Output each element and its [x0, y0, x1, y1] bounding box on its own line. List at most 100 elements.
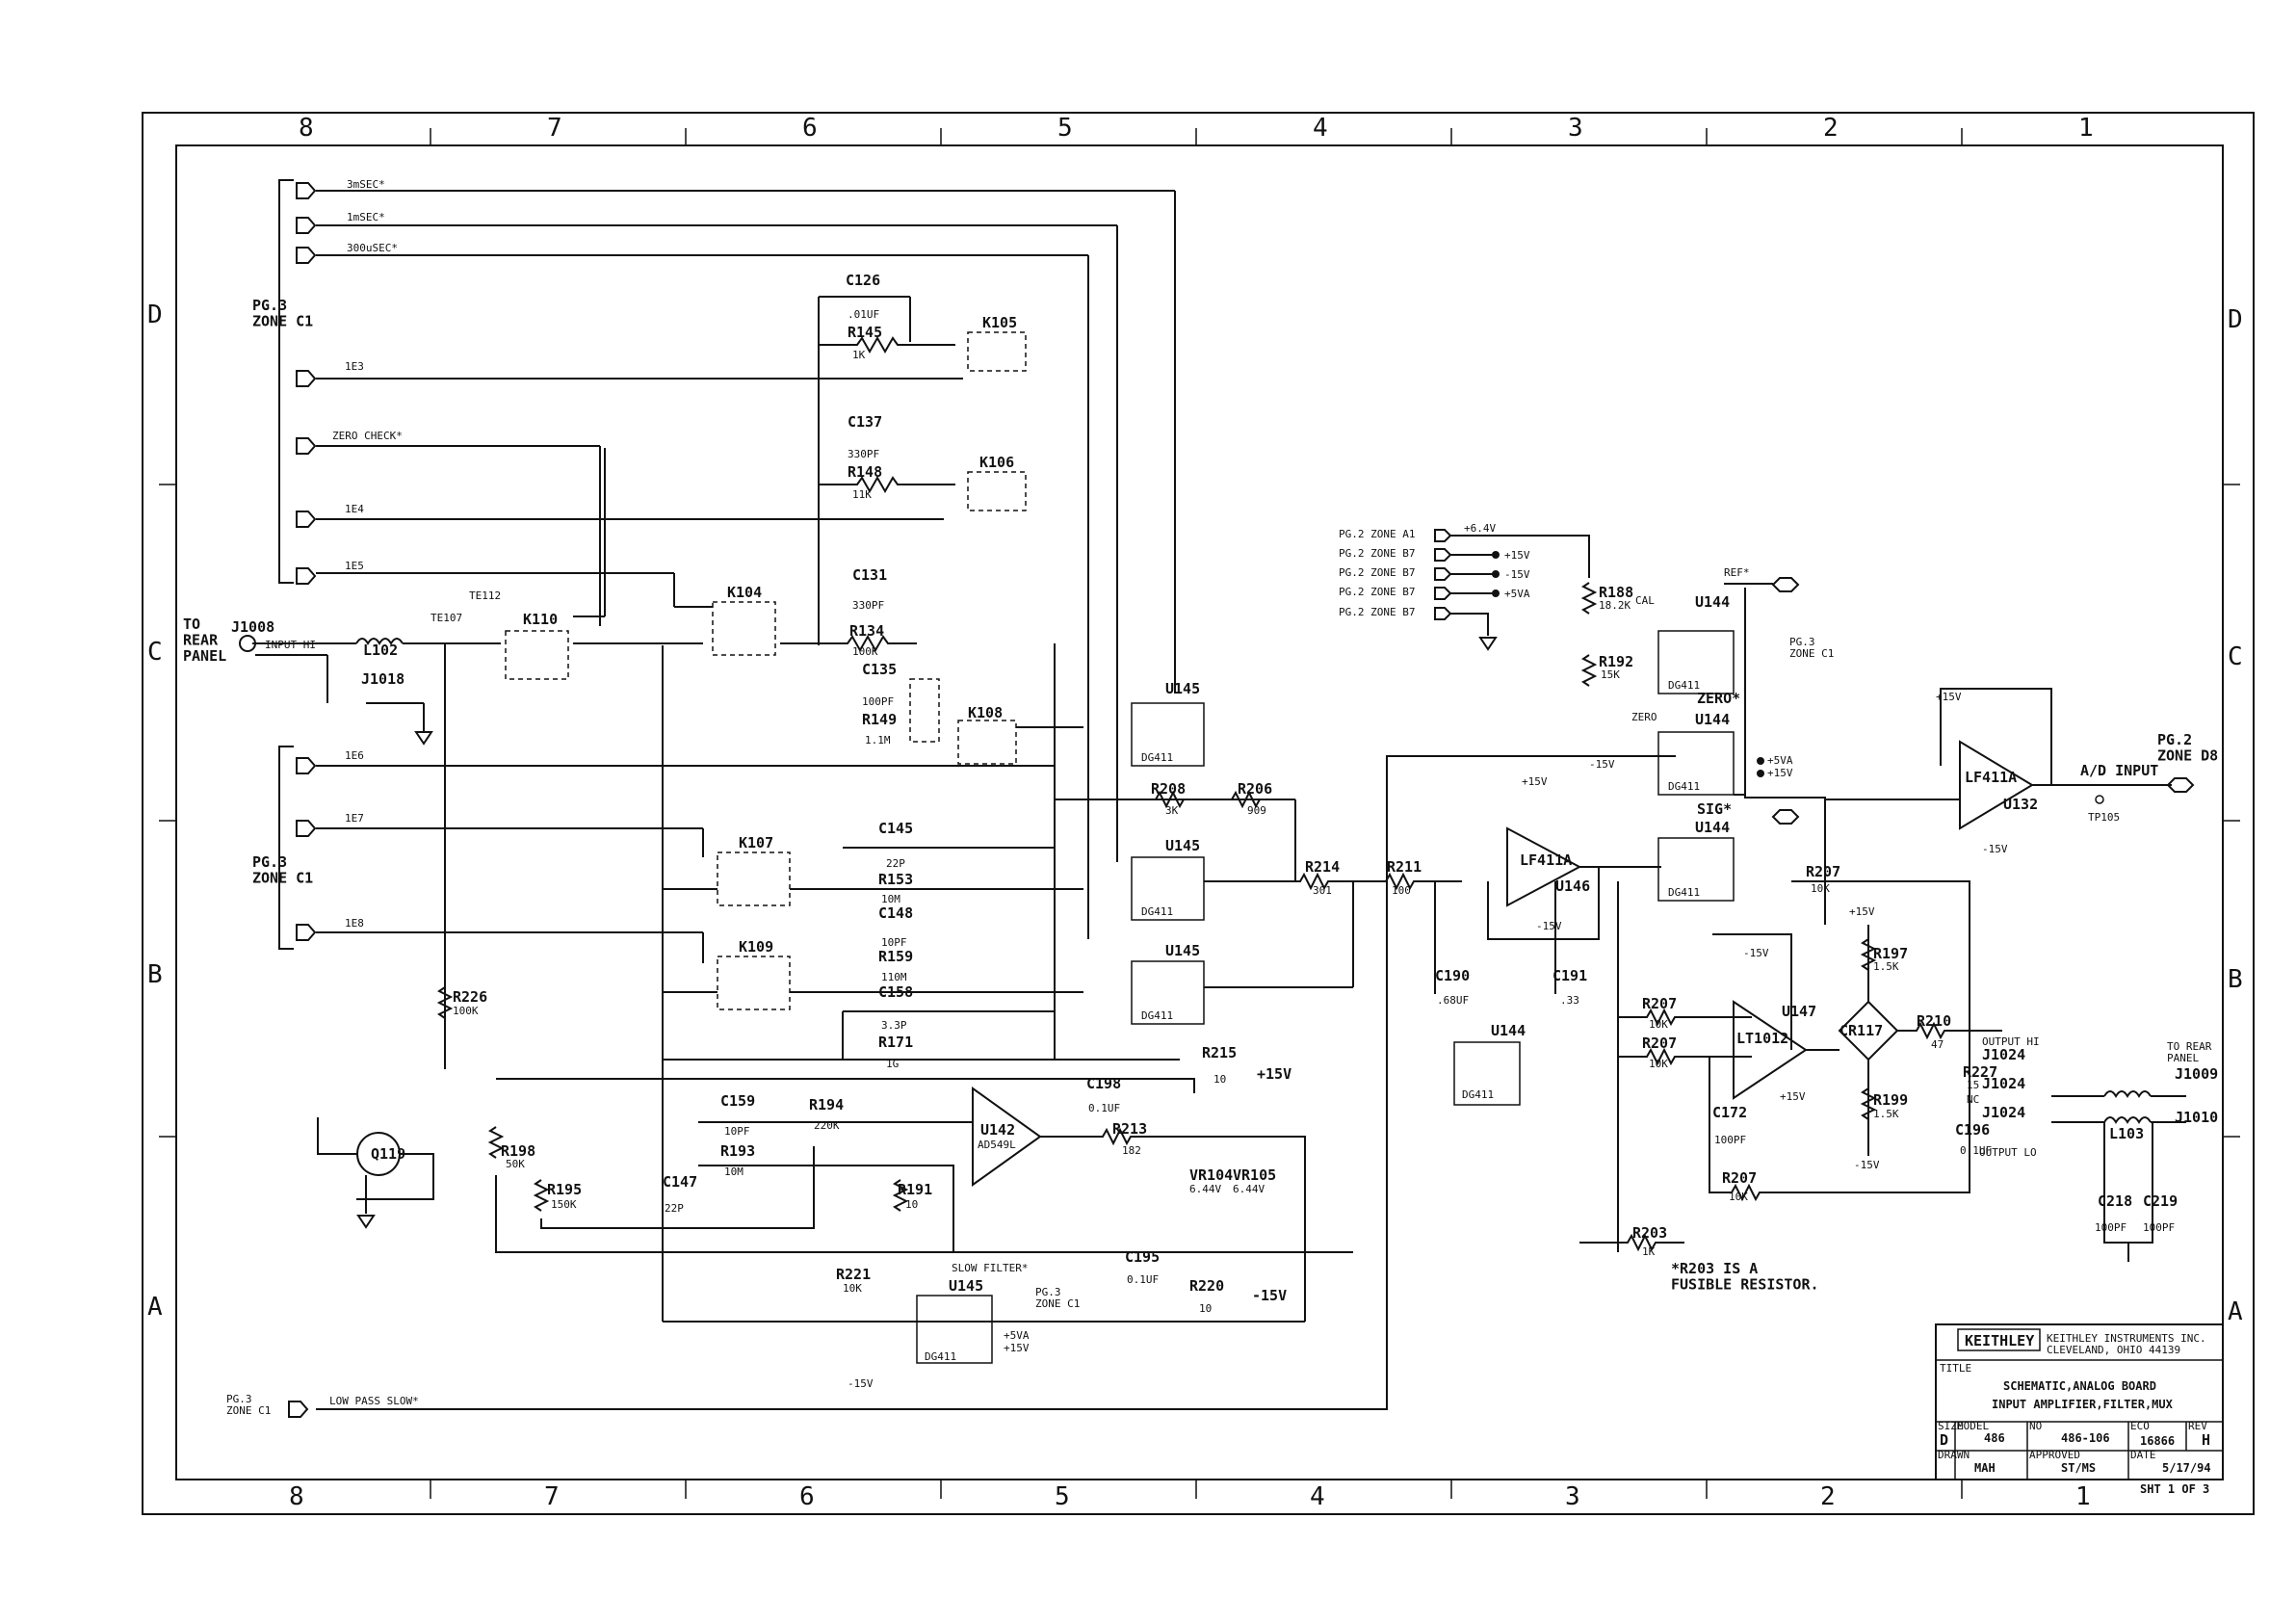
u144-b-label: U144 — [1695, 593, 1730, 611]
te112-label: TE112 — [469, 589, 501, 602]
zone-1-bottom: 1 — [2075, 1482, 2091, 1511]
tp105-label: TP105 — [2088, 811, 2120, 824]
cr117-m15: -15V — [1854, 1159, 1880, 1171]
zone-c-right: C — [2228, 642, 2243, 671]
j1010-label: J1010 — [2175, 1109, 2218, 1126]
u144-zero-switch — [1657, 731, 1735, 796]
k107-relay — [717, 851, 791, 906]
zone-labels-top: 8 7 6 5 4 3 2 1 — [299, 114, 2094, 143]
u147-opamp — [1733, 1000, 1808, 1100]
zone-6-bottom: 6 — [799, 1482, 815, 1511]
r192-label: R192 — [1599, 653, 1633, 670]
u132-type: LF411A — [1965, 769, 2017, 786]
c147-label: C147 — [663, 1173, 697, 1191]
u144-c-m15: -15V — [1589, 758, 1615, 771]
r221-label: R221 — [836, 1266, 871, 1283]
vr105-label: VR105 — [1233, 1166, 1276, 1184]
r207-b-value: 10K — [1649, 1058, 1668, 1070]
output-amp-section: LT1012 U147 -15V +15V R207 10K R207 10K … — [1579, 863, 2002, 1294]
u144-d-type: DG411 — [1668, 886, 1700, 899]
eco-value: 16866 — [2140, 1434, 2175, 1448]
zone-labels-bottom: 8 7 6 5 4 3 2 1 — [289, 1482, 2091, 1511]
mux-u145: U145 DG411 U145 DG411 U145 DG411 R208 3K… — [1059, 680, 1462, 1025]
sig-low-pass-slow: LOW PASS SLOW* — [329, 1395, 419, 1407]
zone-3-top: 3 — [1568, 114, 1583, 143]
r227-value: 15 — [1967, 1079, 1979, 1091]
r145-label: R145 — [848, 324, 882, 341]
u145-d-type: DG411 — [925, 1350, 956, 1363]
c195-label: C195 — [1125, 1248, 1160, 1266]
sig-1e6: 1E6 — [345, 749, 364, 762]
vr104-value: 6.44V — [1189, 1183, 1221, 1195]
j1024-b-label: J1024 — [1982, 1075, 2025, 1092]
pwr-6p4v: +6.4V — [1464, 522, 1496, 535]
pwr-m15v: -15V — [1504, 568, 1530, 581]
r207-c-value: 10K — [1811, 882, 1830, 895]
r188-label: R188 — [1599, 584, 1633, 601]
u145-a-type: DG411 — [1141, 751, 1173, 764]
j1024-c-label: J1024 — [1982, 1104, 2025, 1121]
u145-switch-b — [1131, 856, 1205, 921]
r199-value: 1.5K — [1873, 1108, 1899, 1120]
c219-label: C219 — [2143, 1192, 2178, 1210]
r207-c-label: R207 — [1806, 863, 1840, 880]
r208-value: 3K — [1165, 804, 1179, 817]
u147-label: U147 — [1782, 1003, 1816, 1020]
vr104-label: VR104 — [1189, 1166, 1233, 1184]
u144-cal-switch — [1657, 630, 1735, 694]
pwr-ref-b7-2: PG.2 ZONE B7 — [1339, 566, 1415, 579]
slow-filter-label: SLOW FILTER* — [952, 1262, 1028, 1274]
r215-supply: +15V — [1257, 1065, 1292, 1083]
r198-value: 50K — [506, 1158, 525, 1170]
pwr-ref-a1: PG.2 ZONE A1 — [1339, 528, 1415, 540]
u146-type: LF411A — [1520, 851, 1572, 869]
u146-opamp — [1506, 826, 1582, 907]
c219-value: 100PF — [2143, 1221, 2175, 1234]
pwr-ref-b7-3: PG.2 ZONE B7 — [1339, 586, 1415, 598]
rev-label: REV — [2188, 1420, 2207, 1432]
zone-d-left: D — [147, 301, 163, 329]
u145-switch-a — [1131, 702, 1205, 767]
r134-label: R134 — [849, 622, 884, 640]
k109-relay — [717, 956, 791, 1010]
c218-value: 100PF — [2095, 1221, 2126, 1234]
vr105-value: 6.44V — [1233, 1183, 1265, 1195]
sig-zero-check: ZERO CHECK* — [332, 430, 403, 442]
c198-label: C198 — [1086, 1075, 1121, 1092]
sig-1e8: 1E8 — [345, 917, 364, 930]
q119-label: Q119 — [371, 1145, 405, 1163]
u145-b-type: DG411 — [1141, 905, 1173, 918]
u144-a-label: U144 — [1491, 1022, 1526, 1039]
k106-relay — [967, 471, 1027, 511]
c148-value: 10PF — [881, 936, 907, 949]
r188-value: 18.2K — [1599, 599, 1631, 612]
r221-value: 10K — [843, 1282, 862, 1295]
title-line-1: SCHEMATIC,ANALOG BOARD — [2003, 1379, 2156, 1393]
u145-c-type: DG411 — [1141, 1009, 1173, 1022]
u145-c-label: U145 — [1165, 942, 1200, 959]
j1018-label: J1018 — [361, 670, 404, 688]
j1009-label: J1009 — [2175, 1065, 2218, 1083]
zero-star-label: ZERO* — [1697, 690, 1740, 707]
r220-label: R220 — [1189, 1277, 1224, 1295]
zone-b-left: B — [147, 960, 163, 989]
u144-b-type: DG411 — [1668, 679, 1700, 692]
dwg-no-value: 486-106 — [2061, 1431, 2110, 1445]
ad-input-label: A/D INPUT — [2080, 762, 2158, 779]
drawn-value: MAH — [1974, 1461, 1996, 1475]
u144-c-5va: +5VA — [1767, 754, 1793, 767]
u132-m15: -15V — [1982, 843, 2008, 855]
r148-value: 11K — [852, 488, 872, 501]
ground-symbol — [414, 731, 433, 746]
r207-a-value: 10K — [1649, 1018, 1668, 1031]
l102-inductor — [355, 638, 404, 645]
zone-2-bottom: 2 — [1820, 1482, 1836, 1511]
r226-label: R226 — [453, 988, 487, 1006]
u144-a-type: DG411 — [1462, 1088, 1494, 1101]
r153-label: R153 — [878, 871, 913, 888]
